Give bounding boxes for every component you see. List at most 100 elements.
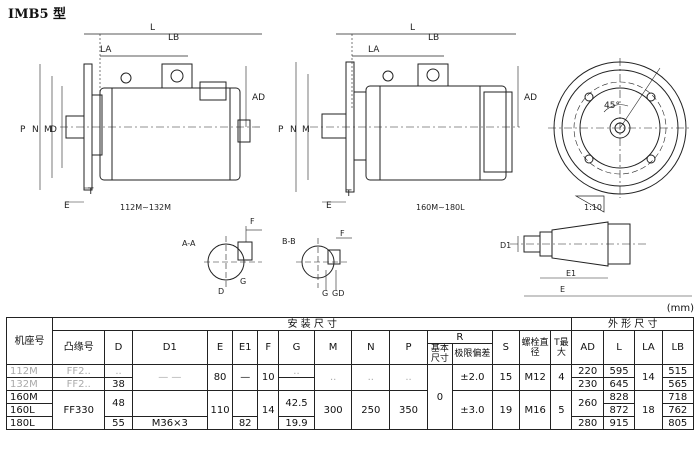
dim-g-bb: G	[322, 289, 328, 298]
table-cell-l: 645	[602, 377, 636, 391]
table-cell-m: ..	[313, 364, 353, 391]
header-la: LA	[634, 330, 663, 365]
table-cell-lb: 718	[661, 390, 694, 404]
table-row-frame: 132M	[5, 377, 54, 391]
table-cell-r-tol: ±2.0	[451, 364, 493, 391]
dim-angle: 45°	[604, 101, 620, 111]
table-cell-t: 4	[550, 364, 573, 391]
table-cell-g	[278, 377, 315, 391]
table-cell-lb: 805	[661, 416, 694, 430]
caption-large-frame: 160M~180L	[416, 203, 465, 212]
table-cell-g: ..	[278, 364, 315, 378]
document-title: IMB5 型	[8, 7, 67, 22]
dim-gd-bb: GD	[332, 289, 344, 298]
table-cell-t: 5	[550, 390, 573, 430]
dim-t-small: T	[87, 187, 94, 197]
section-bb	[296, 237, 352, 290]
table-row-frame: 160L	[5, 403, 54, 417]
table-cell-lb: 762	[661, 403, 694, 417]
taper-shaft-view	[510, 195, 692, 297]
table-cell-l: 595	[602, 364, 636, 378]
header-r-tol: 极限偏差	[451, 343, 493, 365]
section-bb-label: B-B	[282, 237, 296, 246]
header-f: F	[257, 330, 280, 365]
table-cell-ad: 230	[571, 377, 604, 391]
header-install: 安 装 尺 寸	[52, 317, 573, 331]
header-p: P	[389, 330, 428, 365]
table-cell-g: 42.5	[278, 390, 315, 417]
table-cell-e1: —	[232, 364, 259, 391]
header-d: D	[104, 330, 133, 365]
header-d1: D1	[131, 330, 209, 365]
table-cell-ad: 220	[571, 364, 604, 378]
dim-ad-small: AD	[252, 93, 265, 103]
header-s: S	[491, 330, 520, 365]
header-m: M	[313, 330, 353, 365]
dim-m-small: M	[44, 125, 52, 135]
table-row-frame: 160M	[5, 390, 54, 404]
table-cell-lb: 565	[661, 377, 694, 391]
table-cell-r-tol: ±3.0	[451, 390, 493, 430]
table-cell-l: 828	[602, 390, 636, 404]
dim-la-small: LA	[100, 45, 112, 55]
section-aa-label: A-A	[182, 239, 196, 248]
dim-e-small: E	[64, 201, 70, 211]
dim-l-small: L	[150, 23, 155, 33]
table-cell-r-basic: 0	[426, 364, 453, 430]
table-cell-la: 14	[634, 364, 663, 391]
unit-label: (mm)	[666, 303, 694, 314]
header-g: G	[278, 330, 315, 365]
header-bolt: 螺栓直径	[518, 330, 552, 365]
dim-t-large: T	[345, 189, 352, 199]
table-cell-n: 250	[351, 390, 391, 430]
section-aa	[204, 226, 262, 290]
table-cell-e1: 82	[232, 416, 259, 430]
table-cell-d1	[131, 390, 209, 417]
flange-end-view	[548, 58, 692, 198]
table-cell-ad: 260	[571, 390, 604, 417]
table-cell-d1: — —	[131, 364, 209, 391]
table-cell-bolt: M16	[518, 390, 552, 430]
table-cell-n: ..	[351, 364, 391, 391]
table-cell-ad: 280	[571, 416, 604, 430]
table-cell-d1: M36×3	[131, 416, 209, 430]
table-cell-d: ..	[104, 364, 133, 378]
dim-d1: D1	[500, 241, 511, 250]
dim-d-small: D	[50, 125, 57, 135]
dim-n-small: N	[32, 125, 39, 135]
dim-f-aa: F	[250, 217, 255, 226]
header-l: L	[602, 330, 636, 365]
header-flange: 凸缘号	[52, 330, 106, 365]
dim-e1: E1	[566, 269, 576, 278]
header-r-basic: 基本尺寸	[426, 343, 453, 365]
dim-taper: 1:10	[584, 203, 602, 212]
dim-g-aa: G	[240, 277, 246, 286]
motor-large-frame	[295, 33, 520, 203]
header-e1: E1	[232, 330, 259, 365]
dim-p-large: P	[278, 125, 284, 135]
header-frame: 机座号	[5, 317, 54, 365]
table-cell-la: 18	[634, 390, 663, 430]
table-cell-d: 38	[104, 377, 133, 391]
dim-l-large: L	[410, 23, 415, 33]
header-outline: 外 形 尺 寸	[571, 317, 694, 331]
dim-lb-small: LB	[168, 33, 179, 43]
table-cell-flange: FF2..	[52, 377, 106, 391]
header-lb: LB	[661, 330, 694, 365]
header-ad: AD	[571, 330, 604, 365]
table-cell-e1	[232, 390, 259, 417]
table-cell-p: 350	[389, 390, 428, 430]
table-cell-s: 19	[491, 390, 520, 430]
caption-small-frame: 112M~132M	[120, 203, 171, 212]
header-n: N	[351, 330, 391, 365]
header-e: E	[206, 330, 234, 365]
table-cell-flange: FF2..	[52, 364, 106, 378]
dim-n-large: N	[290, 125, 297, 135]
table-cell-e: 110	[206, 390, 234, 430]
dim-e-taper: E	[560, 285, 565, 294]
table-cell-s: 15	[491, 364, 520, 391]
table-cell-l: 915	[602, 416, 636, 430]
dim-f-bb: F	[340, 229, 345, 238]
dim-la-large: LA	[368, 45, 380, 55]
dim-ad-large: AD	[524, 93, 537, 103]
